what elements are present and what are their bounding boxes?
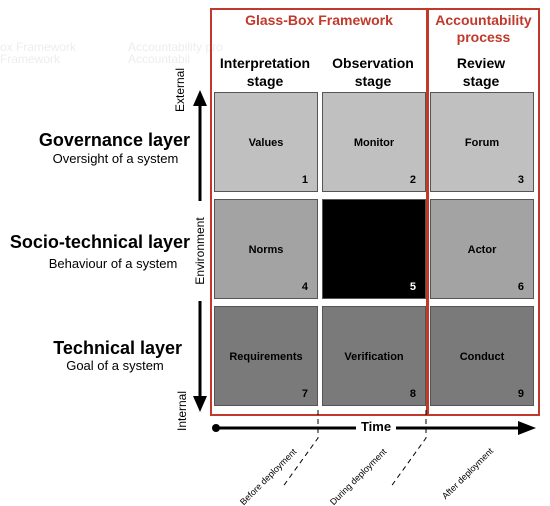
cell-five: 5 xyxy=(322,199,426,299)
interpretation-stage-header: Interpretation stage xyxy=(219,55,311,89)
before-deployment-separator xyxy=(281,410,319,489)
cell-monitor: Monitor 2 xyxy=(322,92,426,192)
vertical-arrow-down xyxy=(193,396,207,412)
ghost-text-center-2: Accountabil xyxy=(128,52,191,66)
time-arrow-right xyxy=(518,421,536,435)
cell-values: Values 1 xyxy=(214,92,318,192)
technical-layer-title: Technical layer xyxy=(53,338,182,358)
socio-technical-layer-subtitle: Behaviour of a system xyxy=(48,256,178,271)
glass-box-framework-title: Glass-Box Framework xyxy=(245,12,393,28)
during-deployment-separator xyxy=(389,410,427,489)
governance-layer-subtitle: Oversight of a system xyxy=(52,151,179,166)
ghost-text-left: ox Framework xyxy=(0,40,77,54)
cell-norms: Norms 4 xyxy=(214,199,318,299)
review-stage-header: Review stage xyxy=(456,55,506,89)
cell-conduct: Conduct 9 xyxy=(430,306,534,406)
accountability-frame xyxy=(427,8,540,416)
cell-actor: Actor 6 xyxy=(430,199,534,299)
external-label: External xyxy=(173,67,187,113)
environment-label: Environment xyxy=(193,201,207,301)
socio-technical-layer-title: Socio-technical layer xyxy=(9,232,190,252)
ghost-text-left-2: Framework xyxy=(0,52,61,66)
governance-layer-title: Governance layer xyxy=(38,130,190,150)
accountability-process-title: Accountability process xyxy=(435,12,532,45)
technical-layer-subtitle: Goal of a system xyxy=(66,358,164,373)
observation-stage-header: Observation stage xyxy=(332,55,414,89)
ghost-text-center: Accountability pro xyxy=(128,40,223,54)
time-label: Time xyxy=(356,419,396,435)
cell-requirements: Requirements 7 xyxy=(214,306,318,406)
vertical-arrow-up xyxy=(193,90,207,106)
cell-forum: Forum 3 xyxy=(430,92,534,192)
cell-verification: Verification 8 xyxy=(322,306,426,406)
internal-label: Internal xyxy=(175,390,189,432)
